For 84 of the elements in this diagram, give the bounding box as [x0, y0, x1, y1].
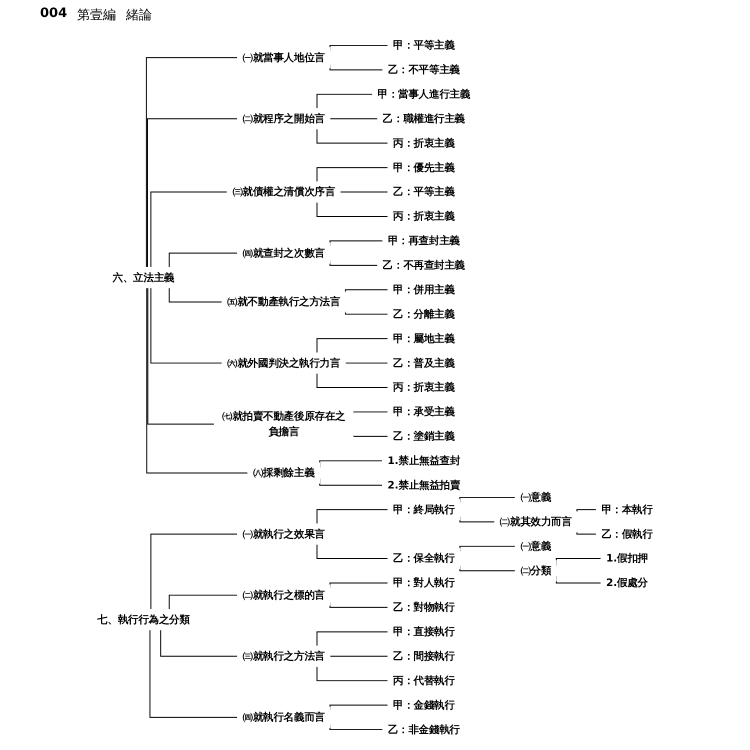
- node-text: 2.禁止無益拍賣: [387, 478, 460, 492]
- node-text: 甲：終局執行: [393, 503, 455, 516]
- node-text: 乙：保全執行: [393, 552, 455, 564]
- node-text: 乙：不再查封主義: [382, 258, 466, 272]
- header-text: 緒論: [126, 7, 152, 24]
- node-text: ㈡就執行之標的言: [242, 588, 325, 601]
- connector: [316, 666, 388, 682]
- node-text: ㈧採剩餘主義: [252, 466, 315, 479]
- connector: [352, 411, 388, 414]
- node-text: 甲：再查封主義: [388, 234, 460, 247]
- node-text: 甲：金錢執行: [393, 698, 455, 711]
- node-text: ㈥就外國判決之執行力言: [227, 356, 340, 369]
- node-text: ㈡就其效力而言: [500, 515, 572, 528]
- connector: [316, 202, 388, 217]
- connector: [576, 509, 597, 512]
- connector: [149, 629, 238, 718]
- connector: [316, 167, 388, 182]
- connector: [576, 531, 597, 535]
- connector: [316, 631, 388, 646]
- connector: [344, 362, 388, 364]
- header-text: 第壹編: [77, 7, 116, 24]
- node-text: ㈠就執行之效果言: [242, 528, 325, 540]
- node-text: 乙：普及主義: [393, 356, 455, 369]
- connector: [160, 629, 238, 657]
- connector: [316, 509, 388, 524]
- connector: [344, 311, 388, 315]
- node-text: 乙：塗銷主義: [393, 430, 455, 442]
- connector: [344, 289, 388, 293]
- node-text: 甲：屬地主義: [393, 332, 455, 344]
- connector: [146, 57, 238, 268]
- connector: [147, 287, 215, 425]
- node-text: 乙：間接執行: [393, 650, 455, 662]
- node-text: ㈠就當事人地位言: [242, 51, 325, 64]
- node-text: 乙：假執行: [601, 528, 653, 540]
- connector: [330, 118, 378, 120]
- connector: [316, 372, 388, 388]
- connector: [168, 252, 238, 268]
- node-text: 乙：對物執行: [393, 600, 455, 614]
- node-text: 丙：折衷主義: [393, 136, 455, 149]
- node-text: ㈢就執行之方法言: [242, 650, 325, 662]
- node-text: 甲：平等主義: [393, 39, 455, 52]
- connector: [316, 338, 388, 354]
- node-text: 丙：代替執行: [393, 674, 455, 686]
- connector: [146, 287, 248, 474]
- node-text: 乙：職權進行主義: [382, 112, 466, 125]
- node-text: 乙：平等主義: [393, 186, 455, 198]
- connector: [316, 128, 388, 144]
- connector: [150, 287, 222, 364]
- connector: [316, 94, 373, 109]
- connector: [168, 287, 222, 302]
- node-text: ㈠意義: [520, 540, 552, 552]
- node-text: 甲：本執行: [601, 503, 653, 516]
- connector: [150, 534, 238, 610]
- connector: [340, 192, 388, 193]
- node-text: 甲：直接執行: [393, 625, 455, 638]
- node-text: ㈢就債權之清償次序言: [232, 186, 336, 198]
- node-text: ㈡就程序之開始言: [242, 112, 325, 125]
- connector: [330, 656, 388, 657]
- node-text: 乙：分離主義: [393, 308, 455, 320]
- node-text: 乙：非金錢執行: [388, 723, 460, 736]
- node-text: 丙：折衷主義: [393, 381, 455, 394]
- node-text: 甲：優先主義: [393, 161, 455, 174]
- node-text: ㈣就執行名義而言: [242, 710, 325, 724]
- node-text: 六、立法主義: [112, 271, 174, 284]
- node-text: 甲：承受主義: [393, 406, 455, 418]
- node-text: 1.假扣押: [606, 552, 648, 564]
- connector: [147, 118, 238, 268]
- header-text: 004: [40, 6, 68, 23]
- node-text: 甲：併用主義: [393, 283, 455, 296]
- node-text: ㈤就不動產執行之方法言: [227, 296, 340, 308]
- node-text: ㈣就查封之次數言: [242, 246, 325, 259]
- connector: [168, 594, 238, 610]
- node-text: 甲：當事人進行主義: [378, 88, 470, 100]
- connector: [316, 544, 388, 560]
- connector: [352, 434, 388, 437]
- node-text: ㈦就拍賣不動產後原存在之負擔言: [222, 410, 346, 438]
- node-text: 乙：不平等主義: [388, 63, 460, 76]
- node-text: 丙：折衷主義: [393, 210, 455, 222]
- node-text: ㈠意義: [520, 491, 552, 504]
- node-text: 1.禁止無益查封: [387, 454, 460, 467]
- connector: [150, 192, 228, 268]
- node-text: 2.假處分: [606, 576, 648, 589]
- node-text: 七、執行行為之分類: [97, 613, 190, 626]
- node-text: 甲：對人執行: [393, 576, 455, 589]
